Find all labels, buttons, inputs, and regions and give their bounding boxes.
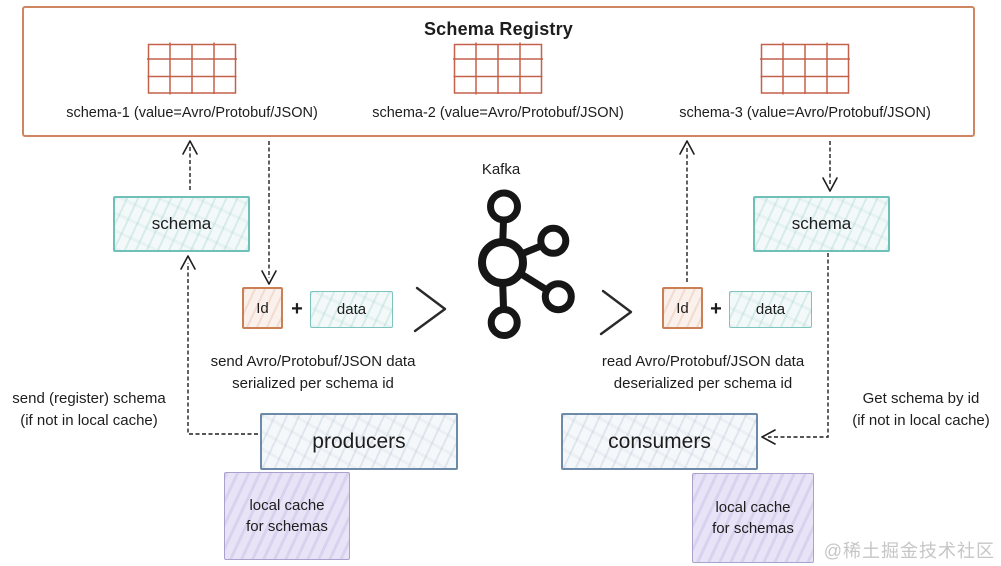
producer-id-box-label: Id bbox=[256, 299, 269, 317]
producers-box: producers bbox=[260, 413, 458, 470]
producer-flow-text: send Avro/Protobuf/JSON data serialized … bbox=[183, 351, 443, 394]
schema-registry-box: Schema Registry schema-1 (value=Avro/Pro… bbox=[22, 6, 975, 137]
kafka-label: Kafka bbox=[481, 161, 521, 178]
table-icon bbox=[760, 42, 850, 95]
consumer-flow-text-line2: deserialized per schema id bbox=[613, 374, 793, 392]
consumers-box: consumers bbox=[561, 413, 758, 470]
consumer-flow-text: read Avro/Protobuf/JSON data deserialize… bbox=[573, 351, 833, 394]
schema-registry-title: Schema Registry bbox=[423, 19, 574, 39]
producer-flow-text-line2: serialized per schema id bbox=[232, 374, 394, 392]
arrow-producers-to-schema-line bbox=[187, 263, 258, 435]
consumer-id-box: Id bbox=[662, 287, 703, 329]
plus-sign: + bbox=[291, 298, 303, 320]
producer-cache-line1: local cache bbox=[249, 497, 325, 514]
register-schema-note-line2: (if not in local cache) bbox=[20, 411, 158, 429]
producer-schema-box: schema bbox=[113, 196, 250, 252]
consumer-id-box-label: Id bbox=[676, 299, 689, 317]
kafka-logo-icon bbox=[478, 189, 575, 339]
arrowhead-up-icon bbox=[180, 255, 196, 270]
producer-local-cache-box: local cache for schemas bbox=[224, 472, 350, 560]
schema-3-label: schema-3 (value=Avro/Protobuf/JSON) bbox=[679, 105, 931, 121]
get-schema-note: Get schema by id (if not in local cache) bbox=[841, 388, 1001, 431]
schema-2-label: schema-2 (value=Avro/Protobuf/JSON) bbox=[372, 105, 624, 121]
registry-schema-2: schema-2 (value=Avro/Protobuf/JSON) bbox=[346, 42, 650, 121]
table-icon bbox=[147, 42, 237, 95]
consumer-data-box-label: data bbox=[755, 301, 786, 318]
producer-data-box: data bbox=[310, 291, 393, 328]
producer-id-box: Id bbox=[242, 287, 283, 329]
consumer-flow-text-line1: read Avro/Protobuf/JSON data bbox=[601, 353, 805, 370]
arrowhead-up-icon bbox=[679, 140, 695, 155]
registry-schema-1: schema-1 (value=Avro/Protobuf/JSON) bbox=[40, 42, 344, 121]
consumer-data-box: data bbox=[729, 291, 812, 328]
chevron-right-icon bbox=[413, 286, 447, 333]
registry-schema-3: schema-3 (value=Avro/Protobuf/JSON) bbox=[653, 42, 957, 121]
consumer-cache-line1: local cache bbox=[715, 499, 791, 516]
get-schema-note-line2: (if not in local cache) bbox=[852, 411, 990, 429]
producers-box-label: producers bbox=[312, 429, 406, 453]
arrowhead-left-icon bbox=[761, 429, 776, 445]
arrowhead-down-icon bbox=[822, 177, 838, 192]
producer-data-box-label: data bbox=[336, 301, 367, 318]
consumer-schema-box: schema bbox=[753, 196, 890, 252]
schema-1-label: schema-1 (value=Avro/Protobuf/JSON) bbox=[66, 105, 318, 121]
get-schema-note-line1: Get schema by id bbox=[862, 390, 980, 407]
table-icon bbox=[453, 42, 543, 95]
producer-cache-line2: for schemas bbox=[246, 518, 328, 535]
producer-flow-text-line1: send Avro/Protobuf/JSON data bbox=[210, 353, 416, 370]
consumer-schema-box-label: schema bbox=[791, 214, 852, 233]
arrowhead-down-icon bbox=[261, 270, 277, 285]
consumers-box-label: consumers bbox=[608, 429, 711, 453]
register-schema-note: send (register) schema (if not in local … bbox=[0, 388, 178, 431]
arrow-schema-to-consumers-line bbox=[768, 253, 829, 438]
register-schema-note-line1: send (register) schema bbox=[12, 390, 166, 407]
consumer-local-cache-box: local cache for schemas bbox=[692, 473, 814, 563]
watermark: @稀土掘金技术社区 bbox=[823, 541, 995, 561]
consumer-cache-line2: for schemas bbox=[712, 520, 794, 537]
chevron-right-icon bbox=[599, 289, 633, 336]
producer-schema-box-label: schema bbox=[151, 214, 212, 233]
arrowhead-up-icon bbox=[182, 140, 198, 155]
plus-sign: + bbox=[710, 298, 722, 320]
